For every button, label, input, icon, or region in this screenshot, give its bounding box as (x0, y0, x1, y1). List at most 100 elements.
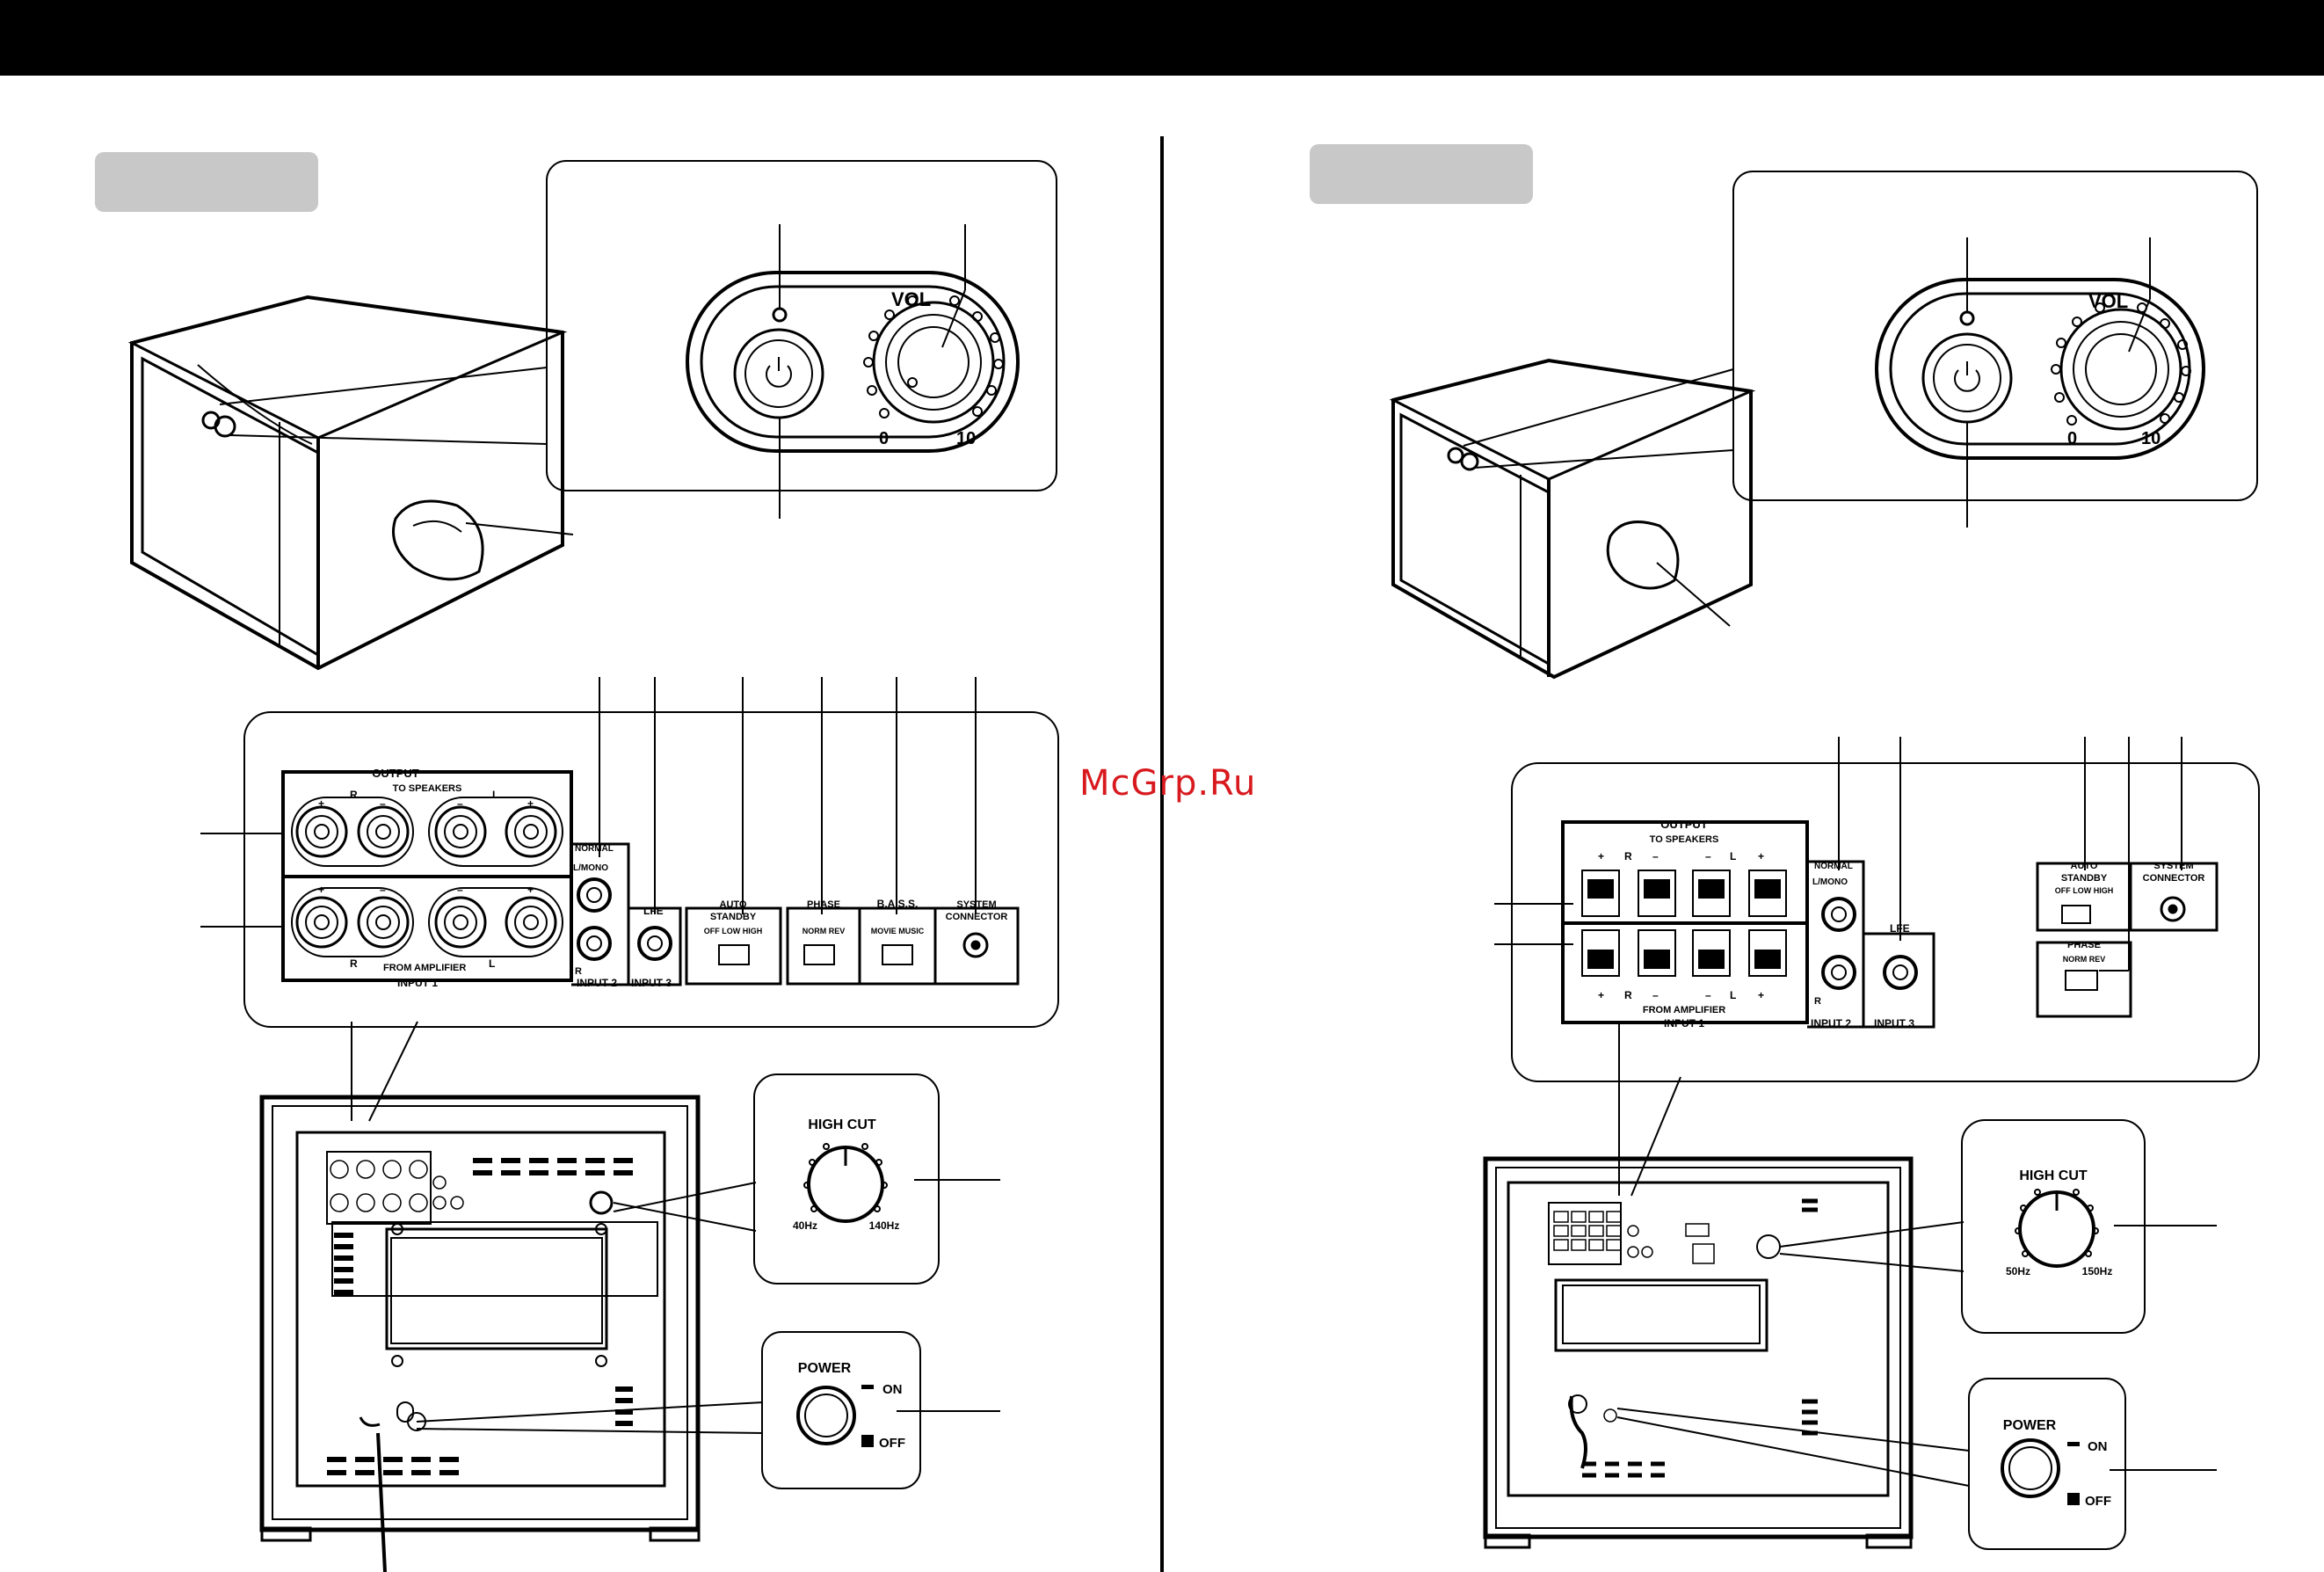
high-cut-max-left: 140Hz (869, 1219, 900, 1232)
minus-label: – (1652, 989, 1659, 1001)
to-speakers-label-left: TO SPEAKERS (393, 783, 462, 794)
plus-label: + (318, 884, 324, 896)
spring-terminal-block-right (1561, 820, 1809, 1024)
normal-label-right: NORMAL (1814, 862, 1853, 871)
vol-min-left: 0 (879, 429, 889, 448)
input1-label-left: INPUT 1 (397, 977, 438, 989)
minus-label: – (457, 797, 463, 810)
vol-max-right: 10 (2141, 429, 2161, 448)
rca-input2-right-channel-right[interactable] (1821, 955, 1856, 990)
model-tab-left (95, 152, 318, 212)
auto-standby-switch-left[interactable] (718, 944, 750, 965)
rca-lfe-input3-left[interactable] (637, 926, 672, 961)
plus-label: + (527, 884, 534, 896)
power-title-right: POWER (2003, 1418, 2057, 1433)
lfe-label-right: LFE (1890, 922, 1910, 935)
high-cut-title-right: HIGH CUT (2019, 1168, 2088, 1183)
system-connector-box-right (2129, 862, 2219, 932)
power-switch-left[interactable] (796, 1386, 856, 1445)
rear-mini-terminals-left (330, 1160, 614, 1215)
l-mono-label-right: L/MONO (1812, 877, 1848, 887)
subwoofer-rear-view-left (259, 1095, 701, 1572)
rear-vents-right (1582, 1198, 1818, 1478)
system-label-right: SYSTEM (2153, 861, 2193, 871)
front-panel-callout-left (546, 160, 1057, 491)
power-title-left: POWER (798, 1361, 852, 1376)
bass-switch-left[interactable] (882, 944, 913, 965)
subwoofer-front-view-left (127, 295, 568, 671)
power-switch-right[interactable] (2001, 1438, 2060, 1498)
auto-standby-switch-right[interactable] (2061, 905, 2091, 924)
l-mono-label-left: L/MONO (573, 863, 608, 873)
front-panel-callout-right (1732, 171, 2258, 501)
standby-options-right: OFF LOW HIGH (2055, 886, 2114, 895)
high-cut-title-left: HIGH CUT (808, 1117, 876, 1132)
page-divider (1160, 136, 1164, 1572)
standby-indicator-left (772, 307, 788, 323)
output-label-left: OUTPUT (372, 767, 419, 780)
subwoofer-rear-view-right (1483, 1156, 1914, 1549)
auto-label-left: AUTO (720, 899, 747, 910)
vol-label-left: VOL (891, 288, 931, 310)
phase-switch-right[interactable] (2065, 970, 2098, 991)
phase-switch-left[interactable] (803, 944, 835, 965)
high-cut-min-left: 40Hz (793, 1219, 817, 1232)
high-cut-max-right: 150Hz (2082, 1265, 2113, 1277)
lfe-label-left: LFE (643, 905, 664, 917)
power-on-left: ON (882, 1382, 903, 1397)
watermark: McGrp.Ru (1079, 763, 1257, 804)
auto-standby-box-left (685, 906, 782, 986)
vol-label-right: VOL (2088, 290, 2128, 312)
rca-input2-left-channel-right[interactable] (1821, 897, 1856, 932)
l-label: L (489, 957, 495, 970)
rear-panel-callout-left (243, 711, 1059, 1028)
vol-min-right: 0 (2067, 429, 2077, 448)
system-connector-jack-left[interactable] (962, 932, 989, 958)
minus-label: – (457, 884, 463, 896)
spring-clips-right[interactable] (1581, 870, 1787, 977)
vol-max-left: 10 (956, 429, 976, 448)
minus-label: – (1705, 850, 1711, 862)
rear-mini-terminals-right (1553, 1211, 1653, 1423)
auto-label-right: AUTO (2071, 861, 2098, 871)
speaker-terminal-block-left (281, 770, 573, 982)
rca-input2-left-channel-left[interactable] (577, 877, 612, 913)
from-amplifier-label-right: FROM AMPLIFIER (1643, 1005, 1725, 1015)
power-callout-right (1968, 1378, 2126, 1550)
rear-panel-callout-right (1511, 762, 2260, 1082)
r-label: R (350, 789, 358, 801)
high-cut-callout-left (753, 1073, 940, 1285)
plus-label: + (1758, 989, 1764, 1001)
binding-posts-left[interactable] (295, 805, 557, 949)
standby-on-button-right[interactable] (1921, 332, 2013, 424)
standby-label-left: STANDBY (710, 912, 757, 922)
normal-label-left: NORMAL (575, 844, 614, 854)
standby-on-button-left[interactable] (733, 328, 824, 419)
rca-input2-right-channel-left[interactable] (577, 926, 612, 961)
rca-lfe-input3-right[interactable] (1883, 955, 1918, 990)
input2-label-left: INPUT 2 (577, 977, 617, 989)
l-label: L (1730, 850, 1736, 862)
system-label-left: SYSTEM (956, 899, 996, 910)
bass-port-left (392, 499, 484, 581)
input3-label-left: INPUT 3 (631, 977, 672, 989)
system-connector-jack-right[interactable] (2160, 896, 2186, 922)
phase-label-right: PHASE (2067, 940, 2101, 950)
l-label: L (1730, 989, 1736, 1001)
subwoofer-front-view-right (1389, 358, 1756, 680)
bass-port-right (1606, 520, 1680, 590)
rear-vents-left (327, 1158, 633, 1475)
bass-options-left: MOVIE MUSIC (871, 927, 925, 935)
r-label: R (1624, 989, 1632, 1001)
standby-label-right: STANDBY (2061, 873, 2108, 884)
phase-box-right (2036, 941, 2132, 1018)
to-speakers-label-right: TO SPEAKERS (1650, 834, 1719, 845)
minus-label: – (1652, 850, 1659, 862)
minus-label: – (380, 884, 386, 896)
phase-options-left: NORM REV (803, 927, 846, 935)
plus-label: + (318, 797, 324, 810)
from-amplifier-label-left: FROM AMPLIFIER (383, 963, 466, 973)
l-label: L (492, 789, 498, 801)
plus-label: + (527, 797, 534, 810)
